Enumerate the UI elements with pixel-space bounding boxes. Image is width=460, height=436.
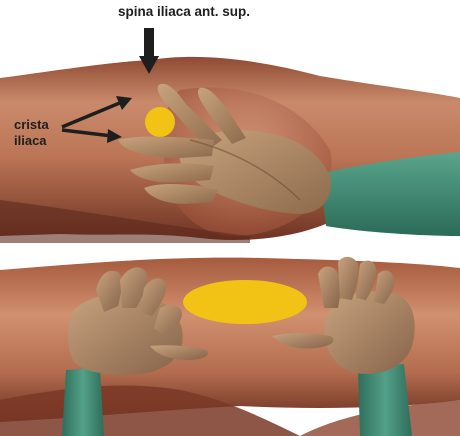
top-illustration (0, 0, 460, 243)
label-iliaca: iliaca (14, 133, 47, 148)
palpation-marker-small (145, 107, 175, 137)
bottom-illustration (0, 250, 460, 436)
label-spina-iliaca-ant-sup: spina iliaca ant. sup. (118, 4, 250, 19)
label-crista: crista (14, 117, 49, 132)
bottom-panel-thigh-view (0, 250, 460, 436)
palpation-marker-large (183, 280, 307, 324)
top-panel-hip-lateral-view: spina iliaca ant. sup. crista iliaca (0, 0, 460, 243)
